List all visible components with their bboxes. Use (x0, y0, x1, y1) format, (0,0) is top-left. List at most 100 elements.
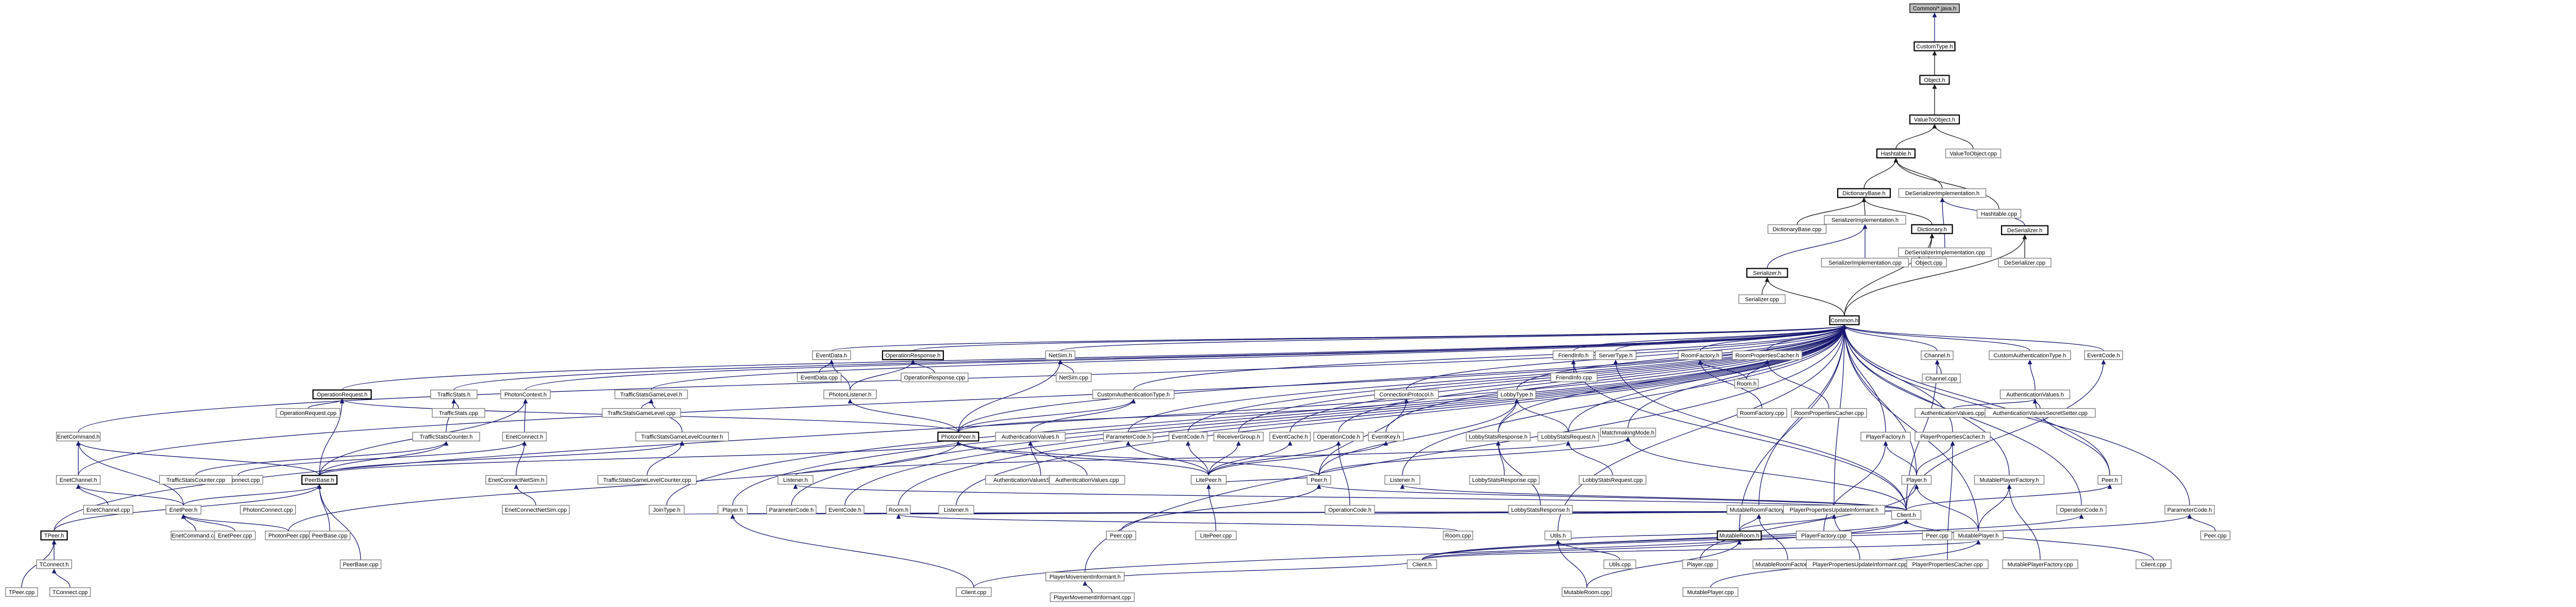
graph-node[interactable]: TrafficStatsGameLevelCounter.cpp (597, 475, 697, 485)
graph-node[interactable]: MutablePlayer.cpp (1682, 587, 1739, 597)
graph-node[interactable]: TrafficStatsGameLevel.h (614, 389, 688, 400)
graph-node[interactable]: EnetChannel.cpp (83, 505, 133, 515)
graph-node[interactable]: RoomFactory.cpp (1737, 408, 1787, 418)
graph-node[interactable]: Room.cpp (1443, 530, 1473, 541)
graph-node[interactable]: Listener.h (1384, 475, 1420, 485)
graph-node[interactable]: Peer.cpp (2200, 530, 2231, 541)
graph-node[interactable]: ConnectionProtocol.h (1374, 389, 1439, 400)
graph-node[interactable]: LobbyType.h (1497, 389, 1536, 400)
graph-node[interactable]: SerializerImplementation.h (1824, 215, 1906, 225)
graph-node[interactable]: PhotonPeer.h (937, 431, 979, 442)
graph-node[interactable]: EnetConnect.h (502, 431, 547, 442)
graph-node[interactable]: OperationCode.h (1325, 505, 1375, 515)
graph-node[interactable]: EnetConnectNetSim.h (485, 475, 547, 485)
graph-node[interactable]: EnetCommand.h (56, 431, 101, 442)
graph-node[interactable]: Common.h (1829, 315, 1860, 325)
graph-node[interactable]: EnetCommand.cpp (171, 530, 221, 541)
graph-node[interactable]: TrafficStatsCounter.cpp (159, 475, 233, 485)
graph-node[interactable]: DeSerializer.cpp (1998, 257, 2052, 268)
graph-node[interactable]: FriendInfo.h (1552, 350, 1595, 360)
graph-node[interactable]: PeerBase.h (301, 475, 338, 485)
graph-node[interactable]: Serializer.h (1746, 268, 1788, 278)
graph-node[interactable]: MutableRoom.cpp (1562, 587, 1612, 597)
graph-node[interactable]: TrafficStatsGameLevelCounter.h (635, 431, 729, 442)
graph-node[interactable]: EventCode.h (2084, 350, 2123, 360)
graph-node[interactable]: Listener.h (777, 475, 814, 485)
graph-node[interactable]: PlayerPropertiesUpdateInformant.cpp (1806, 559, 1914, 569)
graph-node[interactable]: Room.h (1734, 378, 1759, 389)
graph-node[interactable]: PhotonListener.h (823, 389, 877, 400)
graph-node[interactable]: Peer.h (1307, 475, 1331, 485)
graph-node[interactable]: EnetPeer.cpp (214, 530, 256, 541)
graph-node[interactable]: OperationCode.h (2056, 505, 2107, 515)
graph-node[interactable]: PhotonPeer.cpp (265, 530, 312, 541)
graph-node[interactable]: PlayerFactory.h (1860, 431, 1911, 442)
graph-node[interactable]: TrafficStats.cpp (432, 408, 485, 418)
graph-node[interactable]: TrafficStats.h (430, 389, 478, 400)
graph-node[interactable]: MatchmakingMode.h (1600, 427, 1656, 438)
graph-node[interactable]: PlayerPropertiesCacher.h (1914, 431, 1991, 442)
graph-node[interactable]: Utils.h (1544, 530, 1572, 541)
graph-node[interactable]: PhotonContext.h (500, 389, 551, 400)
graph-node[interactable]: PlayerPropertiesCacher.cpp (1906, 559, 1989, 569)
graph-node[interactable]: LobbyStatsResponse.h (1466, 431, 1531, 442)
graph-node[interactable]: OperationResponse.cpp (901, 372, 969, 383)
graph-node[interactable]: Room.h (886, 505, 911, 515)
graph-node[interactable]: Object.h (1919, 75, 1950, 85)
graph-node[interactable]: RoomPropertiesCacher.h (1732, 350, 1803, 360)
graph-node[interactable]: DeSerializer.h (2001, 225, 2049, 235)
graph-node[interactable]: CustomAuthenticationType.h (1092, 389, 1175, 400)
graph-node[interactable]: RoomPropertiesCacher.cpp (1791, 408, 1867, 418)
graph-node[interactable]: OperationCode.h (1313, 431, 1364, 442)
graph-node[interactable]: AuthenticationValues.h (995, 431, 1066, 442)
graph-node[interactable]: Channel.cpp (1922, 373, 1961, 384)
graph-node[interactable]: JoinType.h (649, 505, 685, 515)
graph-node[interactable]: ValueToObject.cpp (1945, 148, 2002, 159)
graph-node[interactable]: TPeer.cpp (5, 587, 38, 597)
graph-node[interactable]: PeerBase.cpp (340, 559, 382, 569)
graph-node[interactable]: EnetChannel.h (56, 475, 101, 485)
graph-node[interactable]: MutablePlayerFactory.h (1974, 475, 2045, 485)
graph-node[interactable]: Client.h (1406, 559, 1437, 569)
graph-node[interactable]: LobbyStatsRequest.h (1537, 431, 1599, 442)
graph-node[interactable]: AuthenticationValues.cpp (1914, 408, 1991, 418)
graph-node[interactable]: TPeer.h (40, 530, 68, 541)
graph-node[interactable]: TConnect.h (36, 559, 72, 569)
graph-node[interactable]: EventData.h (812, 350, 851, 360)
graph-node[interactable]: PlayerPropertiesUpdateInformant.h (1783, 505, 1886, 515)
graph-node[interactable]: Client.cpp (2136, 559, 2172, 569)
graph-node[interactable]: OperationRequest.cpp (276, 408, 341, 418)
graph-node[interactable]: Player.cpp (1682, 559, 1718, 569)
graph-node[interactable]: PeerBase.cpp (309, 530, 351, 541)
graph-node[interactable]: TrafficStatsGameLevel.cpp (602, 408, 681, 418)
graph-node[interactable]: ReceiverGroup.h (1213, 431, 1264, 442)
graph-node[interactable]: LitePeer.cpp (1195, 530, 1237, 541)
graph-node[interactable]: Object.cpp (1911, 257, 1947, 268)
graph-node[interactable]: DeSerializerImplementation.cpp (1898, 247, 1992, 257)
graph-node[interactable]: Peer.cpp (1922, 530, 1953, 541)
graph-node[interactable]: SerializerImplementation.cpp (1821, 257, 1909, 268)
graph-node[interactable]: FriendInfo.cpp (1550, 372, 1598, 383)
graph-node[interactable]: OperationRequest.h (312, 389, 372, 400)
graph-node[interactable]: LobbyStatsResponse.h (1508, 505, 1573, 515)
graph-node[interactable]: PlayerMovementInformant.cpp (1049, 592, 1135, 602)
graph-node[interactable]: CustomType.h (1913, 41, 1956, 51)
graph-node[interactable]: Hashtable.cpp (1976, 209, 2022, 219)
graph-node[interactable]: ParameterCode.h (1103, 431, 1154, 442)
graph-node[interactable]: Listener.h (938, 505, 974, 515)
graph-node[interactable]: AuthenticationValuesSecretSetter.cpp (1985, 408, 2096, 418)
graph-node[interactable]: Peer.cpp (1106, 530, 1137, 541)
graph-node[interactable]: Client.h (1891, 510, 1922, 520)
graph-node[interactable]: AuthenticationValues.h (1999, 389, 2071, 400)
graph-node[interactable]: Peer.h (2097, 475, 2122, 485)
graph-node[interactable]: Serializer.cpp (1738, 294, 1786, 304)
graph-node[interactable]: LitePeer.h (1191, 475, 1227, 485)
graph-node[interactable]: MutableRoomFactory.cpp (1752, 559, 1823, 569)
graph-node[interactable]: Hashtable.h (1876, 148, 1916, 159)
graph-node[interactable]: OperationResponse.h (882, 350, 944, 360)
graph-node[interactable]: EventKey.h (1368, 431, 1404, 442)
graph-node[interactable]: TrafficStatsCounter.h (412, 431, 480, 442)
graph-node[interactable]: PlayerFactory.cpp (1795, 530, 1852, 541)
graph-node[interactable]: DictionaryBase.h (1837, 188, 1891, 198)
graph-node[interactable]: EnetConnectNetSim.cpp (502, 505, 570, 515)
